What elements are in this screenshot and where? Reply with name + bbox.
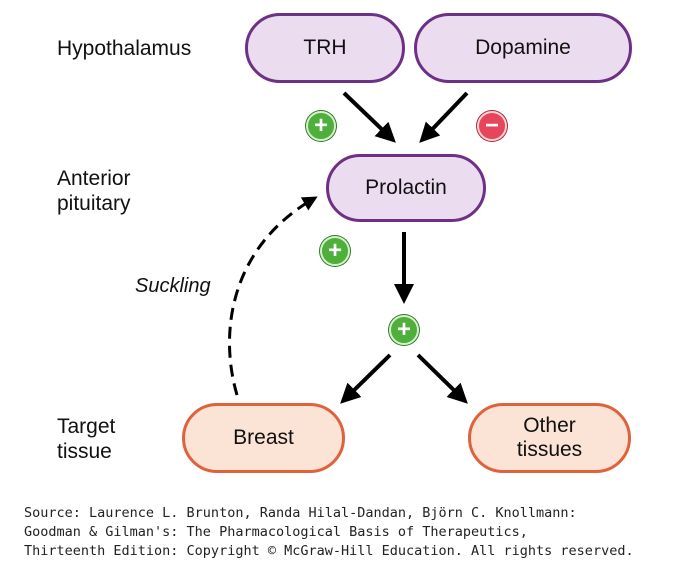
level-label-line: Anterior xyxy=(57,167,131,190)
plus-sign-icon: + xyxy=(389,315,419,345)
node-breast: Breast xyxy=(182,403,345,473)
level-label-line: tissue xyxy=(57,440,112,463)
plus-sign-icon: + xyxy=(306,111,336,141)
source-citation: Source: Laurence L. Brunton, Randa Hilal… xyxy=(24,504,664,561)
arrow-trh-to-prolactin xyxy=(342,91,396,143)
level-label-target-tissue: Target tissue xyxy=(57,414,115,464)
node-dopamine-label: Dopamine xyxy=(475,36,571,59)
node-trh-label: TRH xyxy=(303,36,347,59)
level-label-anterior-pituitary: Anterior pituitary xyxy=(57,166,131,216)
level-label-line: Target xyxy=(57,415,116,438)
level-label-line: pituitary xyxy=(57,192,131,215)
node-other-tissues: Other tissues xyxy=(468,403,631,473)
node-other-tissues-line: Other xyxy=(523,414,576,437)
source-line: Goodman & Gilman's: The Pharmacological … xyxy=(24,524,528,540)
source-line: Thirteenth Edition: Copyright © McGraw-H… xyxy=(24,543,634,559)
level-label-hypothalamus: Hypothalamus xyxy=(57,37,192,60)
node-prolactin-label: Prolactin xyxy=(365,176,447,199)
plus-sign-icon: + xyxy=(320,236,350,266)
node-trh: TRH xyxy=(245,13,405,83)
node-dopamine: Dopamine xyxy=(414,13,632,83)
suckling-label: Suckling xyxy=(135,275,211,297)
node-other-tissues-line: tissues xyxy=(516,438,583,461)
arrow-to-breast xyxy=(340,353,392,404)
node-prolactin: Prolactin xyxy=(326,154,486,222)
arrow-to-other-tissues xyxy=(416,353,468,404)
arrow-suckling-feedback xyxy=(228,196,318,396)
node-other-tissues-label: Other tissues xyxy=(517,414,582,462)
source-line: Source: Laurence L. Brunton, Randa Hilal… xyxy=(24,505,577,521)
minus-sign-icon: − xyxy=(477,111,507,141)
arrow-dopamine-to-prolactin xyxy=(419,91,469,143)
node-breast-label: Breast xyxy=(233,426,294,449)
